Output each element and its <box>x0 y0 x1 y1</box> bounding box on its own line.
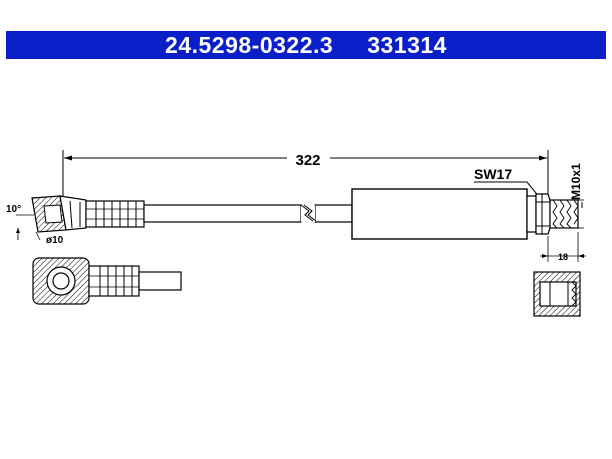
part-number: 24.5298-0322.3 <box>165 31 334 58</box>
angle-dimension: 10° ø10 <box>6 204 64 246</box>
banjo-fitting-side <box>31 195 145 233</box>
thread-label: M10x1 <box>569 163 583 200</box>
fitting-length-label: 18 <box>558 252 568 262</box>
arrow-right-icon <box>542 254 548 258</box>
banjo-fitting-top <box>32 257 182 305</box>
reference-number: 331314 <box>367 31 447 58</box>
arrow-right-icon <box>539 155 547 161</box>
diameter-label: ø10 <box>46 235 64 246</box>
hose-end-fitting <box>351 188 584 240</box>
hose-body <box>143 204 353 223</box>
wrench-size-label: SW17 <box>474 166 512 182</box>
arrow-left-icon <box>578 254 584 258</box>
thread-section-detail <box>533 271 581 317</box>
length-label: 322 <box>295 152 320 169</box>
angle-label: 10° <box>6 204 21 215</box>
length-dimension: 322 <box>62 150 549 196</box>
thread-callout: M10x1 <box>569 163 583 208</box>
arrow-left-icon <box>64 155 72 161</box>
title-bar: 24.5298-0322.3 331314 <box>6 31 606 59</box>
fitting-length-dimension: 18 <box>540 232 586 262</box>
